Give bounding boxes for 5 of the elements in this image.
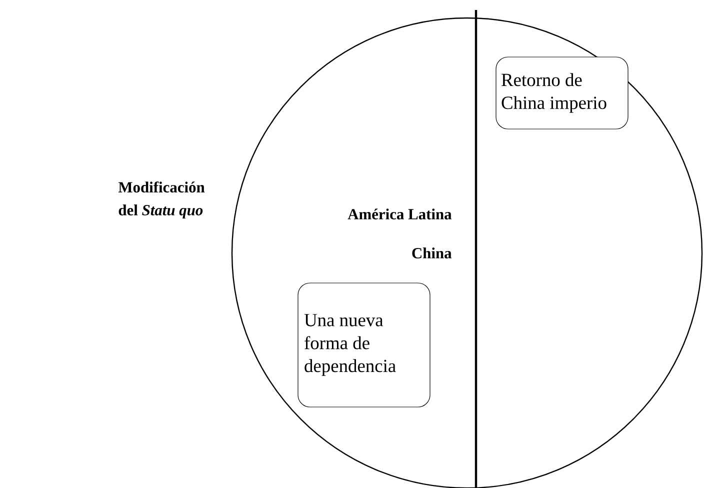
label: América Latina [348,208,452,220]
text-box: Retorno de China imperio [496,56,628,130]
label: Modificación del Statu quo [118,181,205,219]
text-box: Una nueva forma de dependencia [298,282,430,408]
label: China [412,248,452,258]
